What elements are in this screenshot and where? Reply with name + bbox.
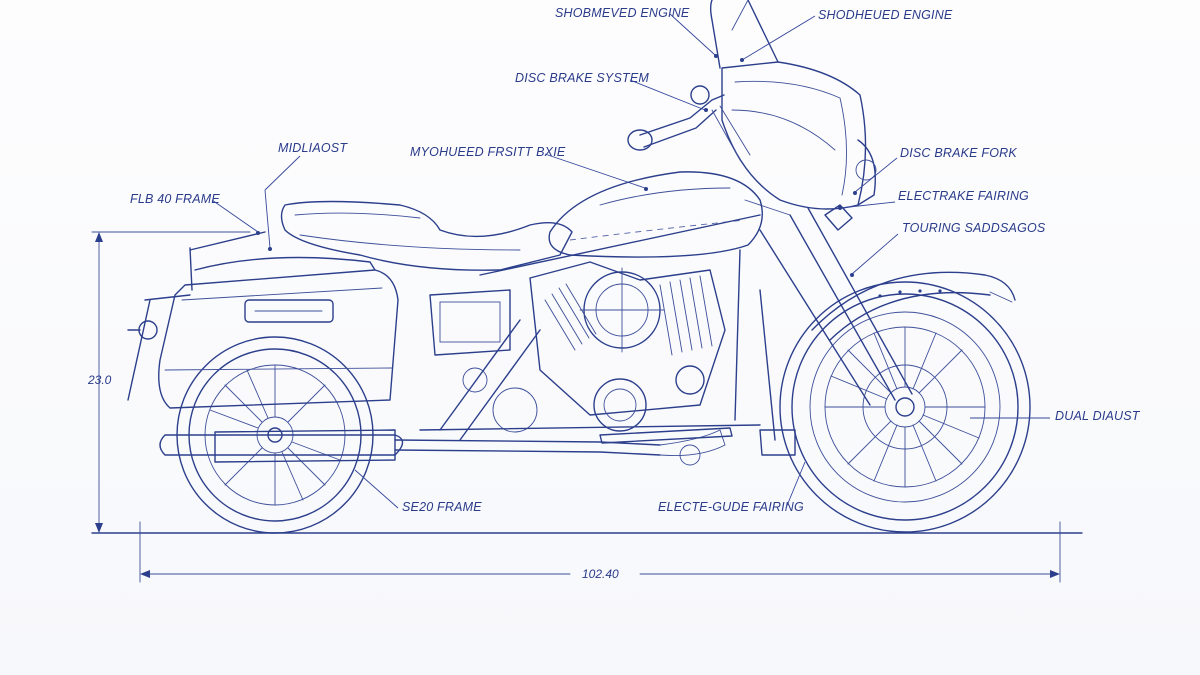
label-text: TOURING SADDSAGOS [902, 221, 1046, 235]
height-dimension: 23.0 [87, 231, 251, 533]
label-flb-frame: FLB 40 FRAME [130, 192, 260, 235]
engine [429, 261, 726, 433]
label-disc-brake-fork: DISC BRAKE FORK [853, 146, 1017, 195]
label-text: SE20 FRAME [402, 500, 482, 514]
label-midliaost: MIDLIAOST [264, 141, 348, 251]
fuel-tank [548, 171, 763, 258]
batwing-fairing [709, 0, 877, 210]
label-text: ELECTE-GUDE FAIRING [658, 500, 804, 514]
label-shodheued-engine: SHODHEUED ENGINE [740, 8, 953, 62]
main-frame [419, 214, 776, 441]
front-wheel [779, 271, 1031, 533]
label-electe-gude-fairing: ELECTE-GUDE FAIRING [658, 461, 806, 514]
label-text: SHODHEUED ENGINE [818, 8, 953, 22]
length-dimension-label: 102.40 [582, 567, 619, 581]
label-text: DISC BRAKE SYSTEM [515, 71, 649, 85]
label-dual-exhaust: DUAL DIAUST [970, 409, 1141, 423]
label-text: DISC BRAKE FORK [900, 146, 1017, 160]
front-fork [744, 199, 913, 406]
label-shobmeved-engine: SHOBMEVED ENGINE [555, 6, 718, 58]
label-text: FLB 40 FRAME [130, 192, 220, 206]
floorboard [599, 427, 796, 456]
rear-frame [127, 231, 266, 401]
label-electrake-fairing: ELECTRAKE FAIRING [838, 189, 1029, 210]
label-text: MIDLIAOST [278, 141, 348, 155]
seat [280, 200, 573, 271]
label-myohueed: MYOHUEED FRSITT BXIE [410, 145, 648, 191]
length-dimension: 102.40 [139, 521, 1061, 583]
label-touring-saddlebags: TOURING SADDSAGOS [850, 221, 1046, 277]
label-text: DUAL DIAUST [1055, 409, 1141, 423]
height-dimension-label: 23.0 [87, 373, 112, 387]
exhaust [159, 429, 726, 466]
handlebar [627, 85, 751, 161]
saddlebag [158, 256, 399, 409]
label-text: ELECTRAKE FAIRING [898, 189, 1029, 203]
label-disc-brake-system: DISC BRAKE SYSTEM [515, 71, 708, 112]
label-se20-frame: SE20 FRAME [354, 469, 482, 514]
label-text: MYOHUEED FRSITT BXIE [410, 145, 566, 159]
label-text: SHOBMEVED ENGINE [555, 6, 690, 20]
